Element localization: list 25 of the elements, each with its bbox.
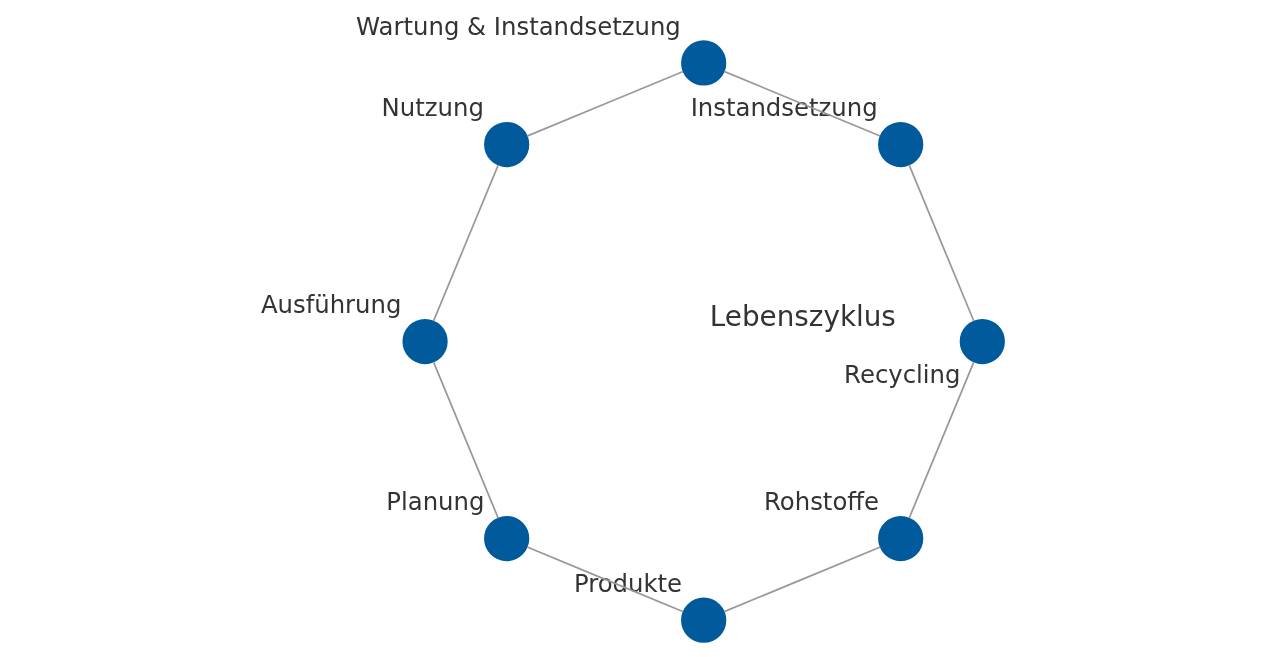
node-label: Planung	[385, 487, 484, 517]
node-label: Produkte	[573, 568, 682, 598]
connector	[722, 546, 881, 613]
node-circle	[401, 318, 448, 365]
connector	[907, 361, 975, 519]
node-circle	[680, 597, 726, 643]
connector	[525, 70, 684, 137]
node-circle	[483, 515, 529, 562]
node-circle	[877, 121, 923, 168]
node-circle	[680, 40, 726, 86]
connector	[432, 361, 499, 520]
node-label: Instandsetzung	[690, 93, 878, 123]
node-label: Ausführung	[260, 290, 401, 320]
node-label: Wartung & Instandsetzung	[355, 11, 681, 41]
connector	[722, 70, 881, 137]
node-label: Rohstoffe	[763, 487, 879, 517]
label: Lebenszyklus	[709, 299, 896, 333]
connector	[432, 164, 499, 323]
node-label: Recycling	[843, 359, 960, 389]
connector	[525, 546, 684, 613]
node-circle	[483, 121, 529, 168]
node-circle	[877, 515, 923, 562]
node-label: Nutzung	[381, 93, 484, 123]
connector	[907, 164, 975, 322]
node-circle	[959, 318, 1005, 365]
